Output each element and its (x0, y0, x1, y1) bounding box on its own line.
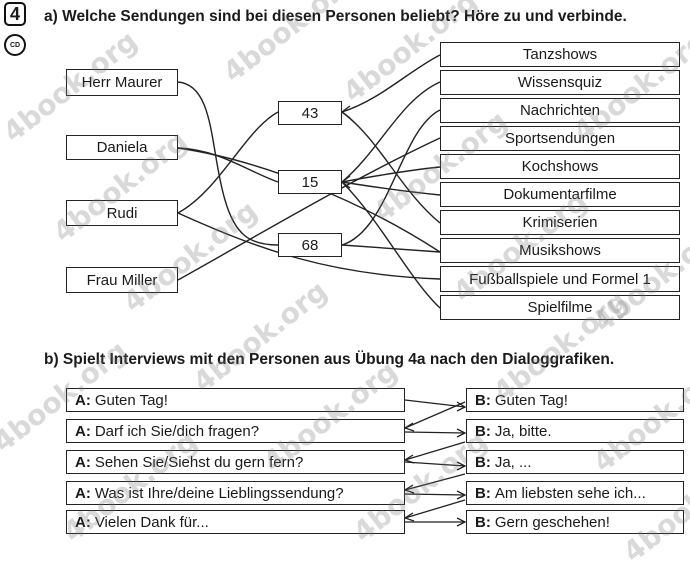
program-box: Nachrichten (440, 98, 680, 123)
channel-number-box: 15 (278, 170, 342, 194)
task-number: 4 (4, 2, 26, 26)
person-box: Rudi (66, 200, 178, 226)
program-box: Spielfilme (440, 295, 680, 320)
part-b-heading: b) Spielt Interviews mit den Personen au… (44, 351, 615, 368)
dialog-b-line: B:Am liebsten sehe ich... (466, 481, 684, 505)
connection-lines (177, 54, 467, 527)
person-box: Frau Miller (66, 267, 178, 293)
person-box: Daniela (66, 135, 178, 160)
dialog-a-line: A:Sehen Sie/Siehst du gern fern? (66, 450, 405, 474)
program-box: Krimiserien (440, 210, 680, 235)
program-box: Dokumentarfilme (440, 182, 680, 207)
dialog-b-line: B:Guten Tag! (466, 388, 684, 412)
program-box: Kochshows (440, 154, 680, 179)
part-a-heading: a) Welche Sendungen sind bei diesen Pers… (44, 8, 627, 25)
channel-number-box: 43 (278, 101, 342, 125)
program-box: Tanzshows (440, 42, 680, 67)
dialog-b-line: B:Gern geschehen! (466, 510, 684, 534)
channel-number-box: 68 (278, 233, 342, 257)
program-box: Musikshows (440, 238, 680, 263)
dialog-a-line: A:Darf ich Sie/dich fragen? (66, 419, 405, 443)
dialog-a-line: A:Was ist Ihre/deine Lieblingssendung? (66, 481, 405, 505)
program-box: Wissensquiz (440, 70, 680, 95)
dialog-b-line: B:Ja, ... (466, 450, 684, 474)
cd-icon: CD (4, 34, 26, 56)
dialog-a-line: A:Vielen Dank für... (66, 510, 405, 534)
program-box: Fußballspiele und Formel 1 (440, 266, 680, 292)
program-box: Sportsendungen (440, 126, 680, 151)
dialog-a-line: A:Guten Tag! (66, 388, 405, 412)
person-box: Herr Maurer (66, 69, 178, 96)
dialog-b-line: B:Ja, bitte. (466, 419, 684, 443)
